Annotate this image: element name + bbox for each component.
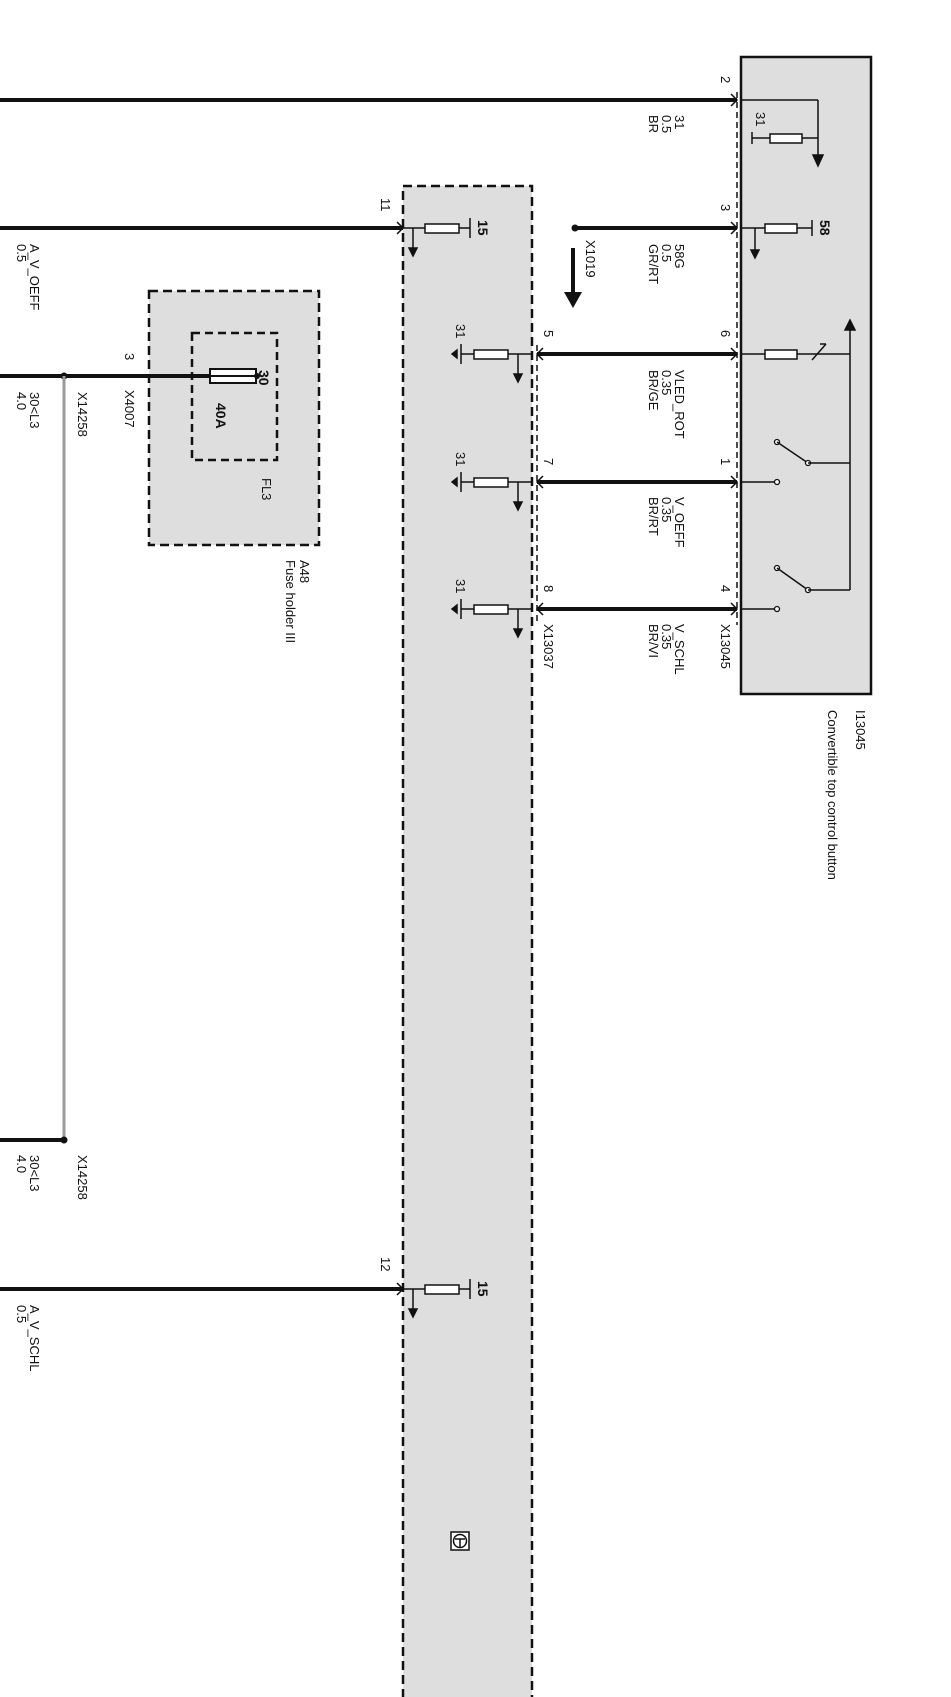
wvoeff-size: 0.35 [659, 497, 674, 522]
x14258-label-lower: X14258 [75, 1155, 90, 1200]
sw-internal-58: 58 [817, 220, 833, 236]
sw-pin-3: 3 [718, 204, 733, 211]
ecu-internal-15-a: 15 [475, 220, 491, 236]
w30l3-signal-upper: 30<L3 [27, 392, 42, 429]
ecu-pullup-11 [403, 218, 471, 258]
ecu-pullup-12 [403, 1279, 471, 1319]
wvoeff-color: BR/RT [646, 497, 661, 536]
sw-pin-1: 1 [718, 458, 733, 465]
x4007-label: X4007 [122, 390, 137, 428]
switch-module-name: Convertible top control button [825, 710, 840, 880]
wvled-signal: VLED_ROT [672, 370, 687, 439]
switch-internal-led [741, 318, 857, 590]
ecu-pulldown-8 [460, 599, 532, 639]
switch-contact-open [741, 438, 850, 486]
ecu-pin-7: 7 [541, 458, 556, 465]
switch-internal-58 [741, 220, 813, 260]
fuse-rating: 40A [213, 403, 229, 429]
a48-label: A48 [297, 560, 312, 583]
x14258-label-upper: X14258 [75, 392, 90, 437]
wavoeff-size: 0.5 [14, 244, 29, 262]
fuse-inner-box [190, 331, 279, 462]
wavschl-signal: A_V_SCHL [27, 1305, 42, 1371]
wvschl-signal: V_SCHL [672, 624, 687, 675]
switch-contact-close [741, 564, 850, 613]
x1019-arrow [564, 248, 582, 308]
ecu-box [401, 184, 534, 1697]
wvoeff-signal: V_OEFF [672, 497, 687, 548]
ecu-pin-8: 8 [541, 585, 556, 592]
ecu-pulldown-7 [460, 472, 532, 512]
wvled-size: 0.35 [659, 370, 674, 395]
ecu-internal-15-b: 15 [475, 1281, 491, 1297]
w58g-signal: 58G [672, 244, 687, 269]
fuse-holder-name: Fuse holder III [283, 560, 298, 643]
ecu-ground-marks [450, 348, 458, 615]
wvschl-size: 0.35 [659, 624, 674, 649]
ecu-pin-11: 11 [378, 198, 393, 212]
ecu-internal-31-c: 31 [453, 579, 468, 593]
w30l3-size-lower: 4.0 [14, 1155, 29, 1173]
sw-pin-4: 4 [718, 585, 733, 592]
x14258-dot-lower [60, 1136, 68, 1144]
ecu-internal-31-a: 31 [453, 324, 468, 338]
w31-color: BR [646, 115, 661, 133]
ecu-pin-12: 12 [378, 1257, 393, 1271]
x4007-pin: 3 [122, 353, 137, 360]
sw-pin-2: 2 [718, 76, 733, 83]
sw-pin-6: 6 [718, 330, 733, 337]
ecu-pin-5: 5 [541, 330, 556, 337]
wavschl-size: 0.5 [14, 1305, 29, 1323]
fuse-fl3 [209, 368, 260, 384]
wvled-color: BR/GE [646, 370, 661, 411]
x1019-label: X1019 [583, 240, 598, 278]
wavoeff-signal: A_V_OEFF [27, 244, 42, 311]
x13045-label: X13045 [718, 624, 733, 669]
w58g-color: GR/RT [646, 244, 661, 284]
x1019-dot [571, 224, 579, 232]
ecu-pulldown-5 [460, 344, 532, 384]
wvschl-color: BR/VI [646, 624, 661, 658]
ecu-internal-31-b: 31 [453, 452, 468, 466]
fuse-fl3-label: FL3 [259, 478, 274, 500]
w30l3-signal-lower: 30<L3 [27, 1155, 42, 1192]
x13037-label: X13037 [541, 624, 556, 669]
i13045-label: I13045 [853, 710, 868, 750]
switch-module-box [739, 55, 873, 696]
w30l3-size-upper: 4.0 [14, 392, 29, 410]
w31-signal: 31 [672, 115, 687, 129]
w31-size: 0.5 [659, 115, 674, 133]
w58g-size: 0.5 [659, 244, 674, 262]
switch-internal-ground [741, 99, 825, 168]
fuse-holder-box [147, 289, 321, 547]
steering-wheel-icon [450, 1531, 470, 1551]
fuse-terminal-30: 30 [256, 370, 272, 386]
sw-internal-31: 31 [753, 112, 768, 126]
